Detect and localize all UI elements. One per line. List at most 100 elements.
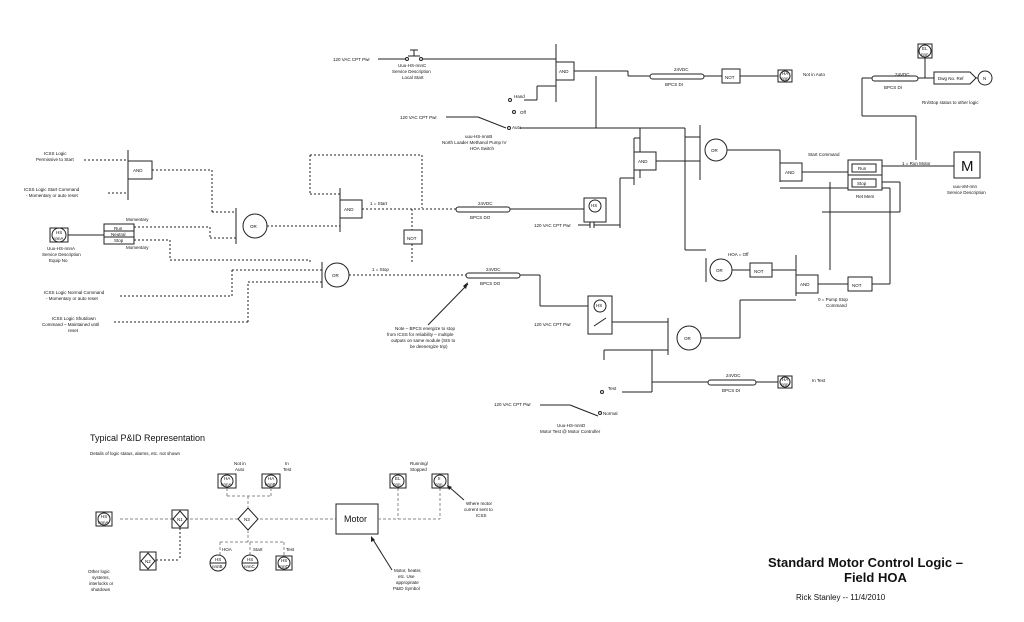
not-gate-start bbox=[403, 229, 423, 245]
pwr-start-label: 120 VAC CPT Pwr bbox=[534, 223, 571, 228]
svg-text:nnnC: nnnC bbox=[244, 564, 256, 569]
icss-shut-3: reset bbox=[68, 328, 79, 333]
note-line-1: Note – BPCS energize to stop bbox=[395, 326, 456, 331]
pid-not-in-auto-1: Not in bbox=[234, 461, 246, 466]
pid-ha-a-bubble: HA nnnA bbox=[217, 473, 237, 489]
pwr-hoa-label: 120 VAC CPT Pwr bbox=[400, 115, 437, 120]
motor-test-tag: Uuu-HS-nnnD bbox=[557, 423, 586, 428]
icss-perm-1: ICSS Logic bbox=[44, 151, 67, 156]
motor-test-test: Test bbox=[608, 386, 617, 391]
svg-text:HA: HA bbox=[268, 476, 274, 481]
and-gate-stop-cmd-label: AND bbox=[800, 282, 810, 287]
motor-tag: uuu-xM-nnn bbox=[953, 184, 978, 189]
icss-start-1: ICSS Logic Start Command bbox=[24, 187, 80, 192]
signal-stop-label: 1 = Stop bbox=[372, 267, 389, 272]
bpcs-do-2-label: BPCS DO bbox=[480, 281, 501, 286]
hoa-hand-label: Hand bbox=[514, 94, 525, 99]
pid-hs-a-bubble: HS nnnA bbox=[95, 511, 113, 527]
svg-text:N2: N2 bbox=[145, 559, 151, 564]
local-start-label: Local Start bbox=[402, 75, 424, 80]
hs-a-momentary-1: Momentary bbox=[126, 217, 149, 222]
svg-text:HS: HS bbox=[56, 230, 62, 235]
dwg-n-circle bbox=[977, 70, 993, 86]
hs-a-run: Run bbox=[114, 226, 123, 231]
pid-in-test-1: In bbox=[285, 461, 289, 466]
run-stop-status-label: Rn/Stop status to other logic bbox=[922, 100, 979, 105]
dc-label-3: 24VDC bbox=[486, 267, 501, 272]
svg-text:HS: HS bbox=[247, 557, 253, 562]
pid-current-1: Where motor bbox=[466, 501, 493, 506]
dc-label-5: 24VDC bbox=[895, 72, 910, 77]
pid-running-2: Stopped bbox=[410, 467, 427, 472]
svg-text:HA: HA bbox=[782, 377, 788, 382]
pid-hoa-label: HOA bbox=[222, 547, 232, 552]
and-gate-ics-start-label: AND bbox=[344, 207, 354, 212]
svg-text:nnn: nnn bbox=[781, 382, 789, 387]
pid-n2-diamond: N2 bbox=[139, 551, 157, 571]
pid-other-2: systems, bbox=[92, 575, 110, 580]
bpcs-do-1 bbox=[455, 206, 511, 213]
pid-other-4: shutdown bbox=[91, 587, 111, 592]
bpcs-di-3-label: BPCS DI bbox=[884, 85, 902, 90]
svg-text:HA: HA bbox=[782, 71, 788, 76]
icss-perm-2: Permissive to Start bbox=[36, 157, 75, 162]
icss-shut-2: Command – Maintained until bbox=[42, 322, 99, 327]
dc-label-4: 24VDC bbox=[726, 373, 741, 378]
and-gate-local-label: AND bbox=[559, 69, 569, 74]
not-gate-hoa-label: NOT bbox=[754, 269, 764, 274]
hs-a-desc: Service Description bbox=[42, 252, 81, 257]
pwr-local-label: 120 VAC CPT Pwr bbox=[333, 57, 370, 62]
bpcs-di-1-label: BPCS DI bbox=[665, 82, 683, 87]
svg-text:nnn: nnn bbox=[781, 76, 789, 81]
pid-other-1: Other logic bbox=[88, 569, 111, 574]
pid-not-in-auto-2: Auto bbox=[235, 467, 245, 472]
or-gate-test-label: OR bbox=[684, 336, 692, 341]
svg-text:HS: HS bbox=[215, 557, 221, 562]
not-gate-start-label: NOT bbox=[407, 236, 417, 241]
dwg-n-label: N bbox=[983, 76, 986, 81]
svg-text:nnnB: nnnB bbox=[265, 482, 276, 487]
svg-text:EL: EL bbox=[395, 476, 401, 481]
start-relay: HS bbox=[583, 197, 607, 223]
note-line-2: from ICSS for reliability – multiple bbox=[387, 332, 454, 337]
note-line-3: outputs on same module (SIS to bbox=[391, 338, 456, 343]
svg-text:nnn: nnn bbox=[921, 52, 929, 57]
svg-text:EL: EL bbox=[922, 46, 928, 51]
hs-a-selector-positions bbox=[103, 223, 135, 245]
local-start-desc: Service Description bbox=[392, 69, 431, 74]
motor-desc: Service Description bbox=[947, 190, 986, 195]
note-line-4: be deenergize trip) bbox=[410, 344, 448, 349]
pwr-test-label: 120 VAC CPT Pwr bbox=[494, 402, 531, 407]
motor-symbol-box bbox=[953, 151, 981, 179]
dc-label-1: 24VDC bbox=[674, 67, 689, 72]
local-start-pushbutton bbox=[405, 49, 423, 61]
svg-text:nnnA: nnnA bbox=[53, 236, 64, 241]
pwr-stop-label: 120 VAC CPT Pwr bbox=[534, 322, 571, 327]
svg-text:nnn: nnn bbox=[393, 482, 401, 487]
hs-a-neutral: Neutral bbox=[111, 232, 126, 237]
pid-n1-diamond: N1 bbox=[171, 509, 189, 529]
hoa-switch-tag: uuu-HS-nnnB bbox=[465, 134, 492, 139]
hoa-switch-label: HOA Switch bbox=[470, 146, 495, 151]
pid-subheading: Details of logic status, alarms, etc. no… bbox=[90, 451, 181, 456]
bpcs-di-2-label: BPCS DI bbox=[722, 388, 740, 393]
motor-test-desc: Motor Test @ Motor Controller bbox=[540, 429, 601, 434]
ha-bubble-1: HA nnn bbox=[777, 69, 793, 83]
title-line-1: Standard Motor Control Logic – bbox=[768, 555, 963, 570]
pump-stop-1: 0 = Pump Stop bbox=[818, 297, 848, 302]
bpcs-do-2 bbox=[465, 272, 521, 279]
hs-a-equip: Equip No bbox=[49, 258, 68, 263]
bpcs-di-3 bbox=[871, 75, 919, 82]
pump-stop-2: Command bbox=[826, 303, 847, 308]
signal-start-label: 1 = Start bbox=[370, 201, 388, 206]
and-gate-perm-label: AND bbox=[133, 168, 143, 173]
hs-a-momentary-2: Momentary bbox=[126, 245, 149, 250]
start-command-label: Start Command bbox=[808, 152, 840, 157]
pid-hs-b-bubble: HS nnnB bbox=[209, 554, 227, 572]
not-gate-stop-label: NOT bbox=[852, 283, 862, 288]
svg-text:nnnA: nnnA bbox=[98, 520, 109, 525]
svg-text:HS: HS bbox=[281, 558, 287, 563]
not-gate-1-label: NOT bbox=[725, 75, 735, 80]
pid-running-1: Running/ bbox=[410, 461, 429, 466]
